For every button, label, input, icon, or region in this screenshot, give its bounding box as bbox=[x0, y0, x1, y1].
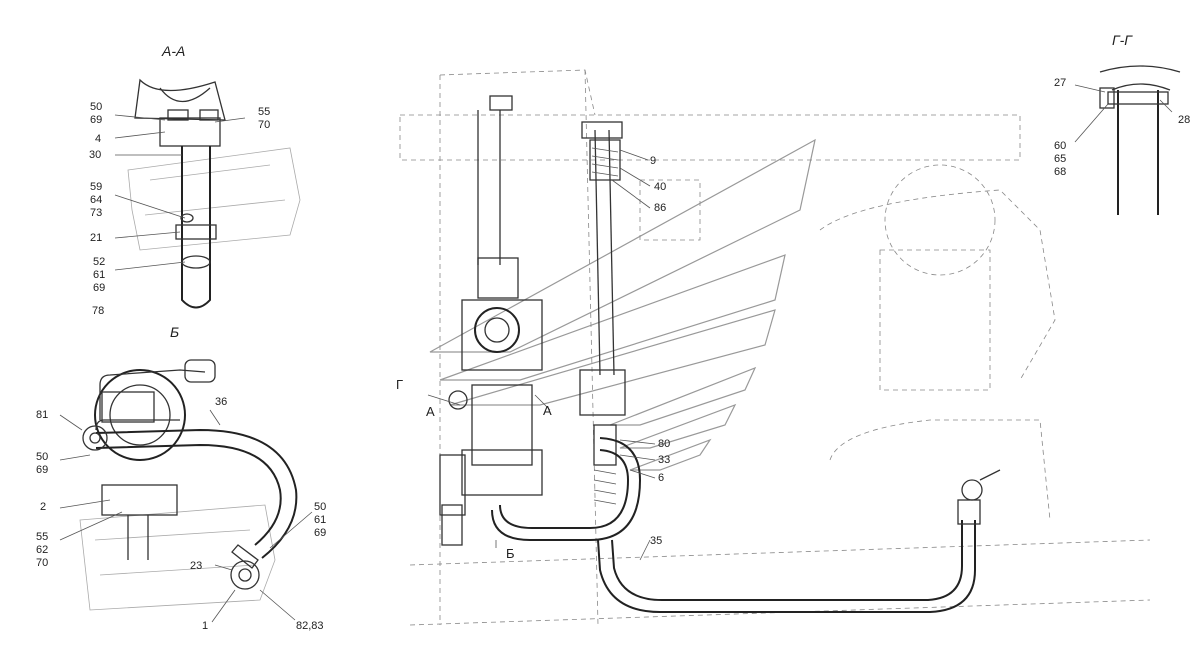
section-aa-drawing bbox=[114, 78, 301, 309]
callout-28: 28 bbox=[1178, 114, 1191, 126]
main-view-drawing bbox=[399, 69, 1151, 626]
view-b-title: Б bbox=[170, 324, 180, 340]
callout-23: 23 bbox=[190, 560, 203, 572]
section-mark-b: Б bbox=[506, 546, 515, 561]
section-mark-g: Г bbox=[396, 377, 404, 392]
callout-40: 40 bbox=[654, 181, 667, 193]
callout-33: 33 bbox=[658, 454, 671, 466]
callout-4: 4 bbox=[95, 133, 102, 145]
callout-30: 30 bbox=[89, 149, 102, 161]
callout-35: 35 bbox=[650, 535, 663, 547]
section-gg-drawing bbox=[1074, 65, 1181, 215]
section-gg-title: Г-Г bbox=[1112, 32, 1132, 48]
view-b-drawing bbox=[59, 359, 313, 623]
callout-82-83: 82,83 bbox=[296, 620, 324, 632]
section-aa-title: А-А bbox=[162, 43, 186, 59]
watermark-logo bbox=[429, 138, 816, 471]
callout-36: 36 bbox=[215, 396, 228, 408]
callout-86: 86 bbox=[654, 202, 667, 214]
section-mark-a-right: А bbox=[543, 403, 552, 418]
callout-1: 1 bbox=[202, 620, 209, 632]
callout-21: 21 bbox=[90, 232, 103, 244]
callout-80: 80 bbox=[658, 438, 671, 450]
callout-27: 27 bbox=[1054, 77, 1067, 89]
callout-78: 78 bbox=[92, 305, 105, 317]
callout-81: 81 bbox=[36, 409, 49, 421]
section-mark-a-left: А bbox=[426, 404, 435, 419]
callout-2: 2 bbox=[40, 501, 47, 513]
callout-9: 9 bbox=[650, 155, 657, 167]
callout-6: 6 bbox=[658, 472, 665, 484]
